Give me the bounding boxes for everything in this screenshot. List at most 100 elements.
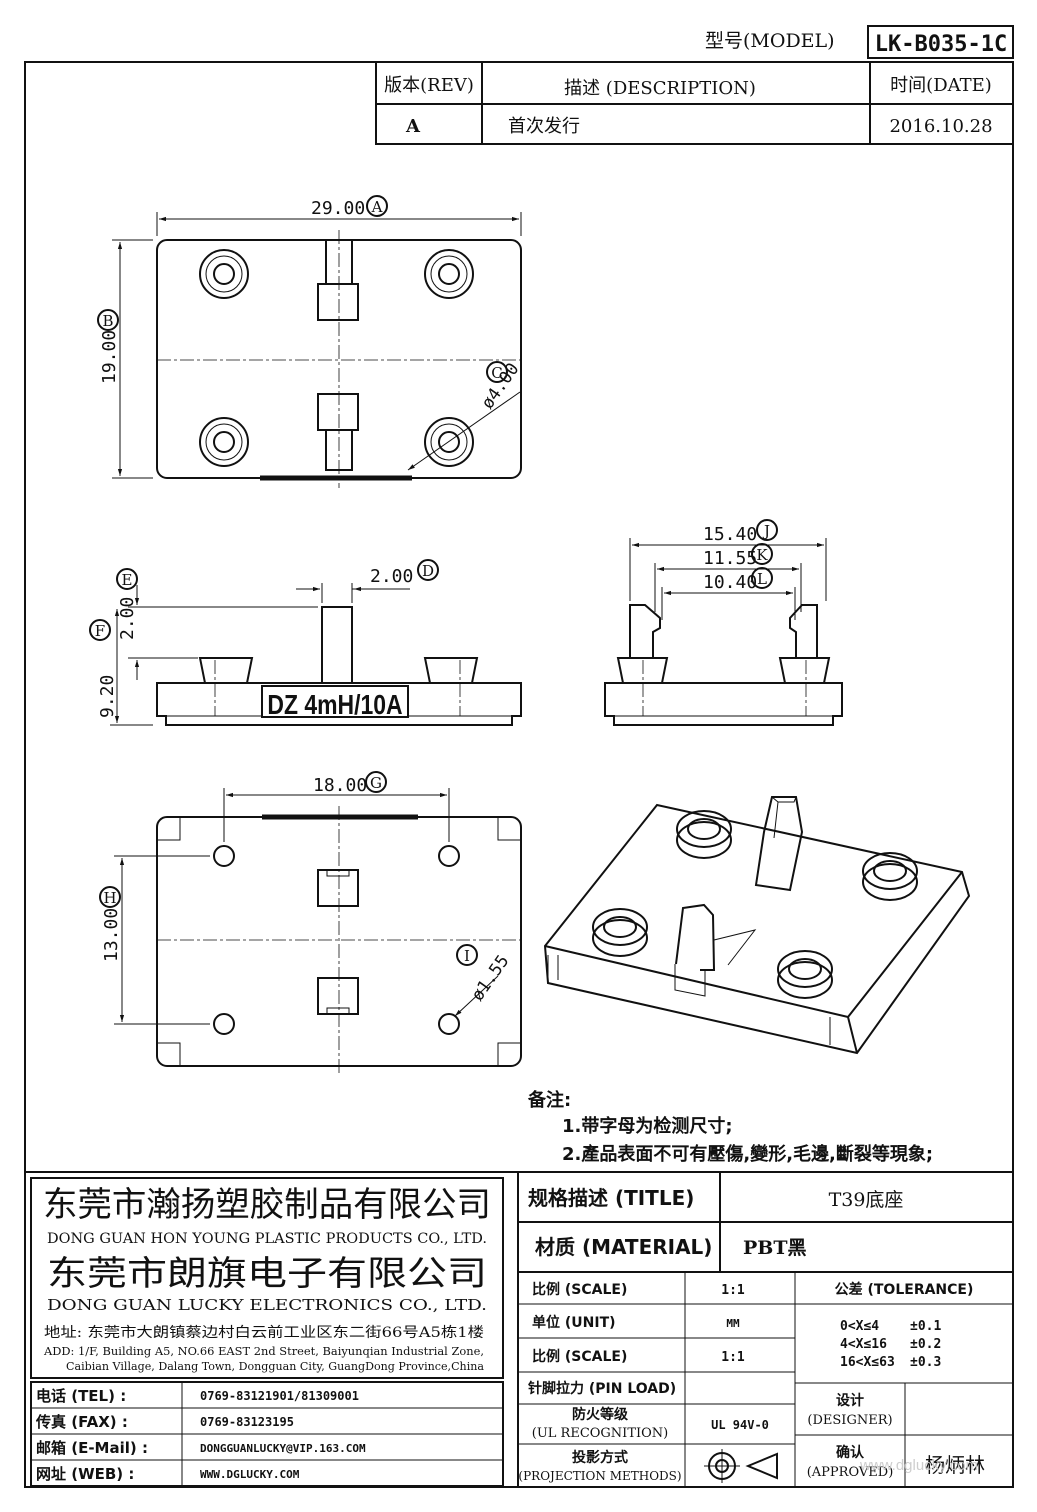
ul-label-1: 防火等级	[572, 1406, 629, 1423]
scale-label: 比例 (SCALE)	[532, 1281, 627, 1298]
title-label: 规格描述 (TITLE)	[528, 1186, 694, 1210]
top-view: 29.00 19.00 ø4.00	[99, 198, 523, 488]
boss-icon	[424, 249, 474, 299]
desc-header: 描述 (DESCRIPTION)	[564, 78, 756, 99]
pin-hole-icon	[438, 845, 460, 867]
svg-text:C: C	[491, 364, 502, 382]
svg-text:D: D	[422, 562, 434, 580]
revision-table: 版本(REV) 描述 (DESCRIPTION) 时间(DATE) A 首次发行…	[375, 61, 1014, 145]
pin-hole-icon	[438, 1013, 460, 1035]
notes: 备注: 1.带字母为检测尺寸; 2.產品表面不可有壓傷,變形,毛邊,斷裂等現象;	[527, 1089, 933, 1165]
side-view: 15.40 11.55 10.40	[604, 524, 843, 726]
tol-value: ±0.3	[910, 1355, 941, 1370]
note-item: 1.带字母为检测尺寸;	[562, 1115, 733, 1137]
rev-header: 版本(REV)	[384, 75, 474, 96]
marker-c: C	[486, 361, 508, 383]
proj-label-2: (PROJECTION METHODS)	[518, 1469, 681, 1483]
notes-title: 备注:	[527, 1089, 571, 1111]
dim-h-value: 13.00	[101, 908, 122, 962]
dim-l-value: 10.40	[703, 572, 757, 593]
designer-label-1: 设计	[836, 1392, 864, 1409]
unit-label: 单位 (UNIT)	[532, 1314, 616, 1331]
ul-label-2: (UL RECOGNITION)	[532, 1426, 668, 1441]
svg-text:H: H	[103, 889, 116, 907]
isometric-view	[543, 796, 971, 1055]
front-view: DZ 4mH/10A 2.00 2.00 9.20	[97, 566, 522, 726]
boss-icon	[199, 249, 249, 299]
dim-i-value: ø1.55	[468, 951, 514, 1004]
address-cn: 地址: 东莞市大朗镇蔡边村白云前工业区东二街66号A5栋1楼	[44, 1324, 484, 1341]
date-header: 时间(DATE)	[890, 75, 992, 96]
svg-text:I: I	[464, 947, 470, 965]
company-name-cn-2: 东莞市朗旗电子有限公司	[47, 1254, 487, 1294]
iso-boss-icon	[862, 852, 918, 901]
marker-i: I	[456, 944, 478, 966]
dim-e-value: 2.00	[117, 597, 138, 640]
tol-value: ±0.1	[910, 1319, 941, 1334]
svg-text:F: F	[95, 622, 105, 640]
model-box	[867, 25, 1014, 59]
svg-text:G: G	[370, 774, 382, 792]
email-value: DONGGUANLUCKY@VIP.163.COM	[200, 1442, 366, 1455]
tol-range: 16<X≤63	[840, 1355, 895, 1370]
note-item: 2.產品表面不可有壓傷,變形,毛邊,斷裂等現象;	[562, 1143, 933, 1165]
iso-boss-icon	[592, 908, 648, 957]
desc-value: 首次发行	[508, 116, 580, 137]
dim-f-value: 9.20	[97, 675, 118, 718]
address-en-2: Caibian Village, Dalang Town, Dongguan C…	[66, 1360, 484, 1373]
marker-l: L	[751, 567, 773, 589]
tol-value: ±0.2	[910, 1337, 941, 1352]
scale-value: 1:1	[721, 1283, 745, 1298]
fax-value: 0769-83123195	[200, 1415, 294, 1429]
marker-e: E	[116, 568, 138, 590]
company-name-en-2: DONG GUAN LUCKY ELECTRONICS CO., LTD.	[47, 1296, 487, 1314]
boss-icon	[424, 417, 474, 467]
title-block: 东莞市瀚扬塑胶制品有限公司 DONG GUAN HON YOUNG PLASTI…	[25, 1171, 1013, 1487]
ul-value: UL 94V-0	[711, 1418, 769, 1432]
tel-value: 0769-83121901/81309001	[200, 1389, 359, 1403]
svg-text:K: K	[756, 546, 768, 564]
scale2-value: 1:1	[721, 1350, 745, 1365]
company-name-cn-1: 东莞市瀚扬塑胶制品有限公司	[43, 1185, 491, 1225]
pin-hole-icon	[213, 1013, 235, 1035]
marker-a: A	[366, 195, 388, 217]
dim-a-value: 29.00	[311, 198, 365, 219]
marker-d: D	[417, 559, 439, 581]
dim-b-value: 19.00	[99, 330, 120, 384]
approved-value: 杨炳林	[925, 1453, 985, 1477]
proj-label-1: 投影方式	[572, 1449, 628, 1466]
company-name-en-1: DONG GUAN HON YOUNG PLASTIC PRODUCTS CO.…	[47, 1231, 487, 1247]
markers: A B C D E F G H I J K L	[89, 195, 778, 966]
designer-label-2: (DESIGNER)	[807, 1413, 892, 1428]
marker-h: H	[99, 886, 121, 908]
approved-label-2: (APPROVED)	[807, 1465, 894, 1480]
watermark: www.dglucky.com	[859, 1457, 978, 1474]
material-label: 材质 (MATERIAL)	[535, 1235, 712, 1259]
approved-label-1: 确认	[836, 1444, 865, 1461]
pin-load-label: 针脚拉力 (PIN LOAD)	[527, 1380, 676, 1397]
svg-text:J: J	[762, 522, 770, 540]
svg-text:L: L	[757, 570, 767, 588]
marker-j: J	[756, 519, 778, 541]
model-label: 型号(MODEL)	[705, 30, 835, 52]
tolerance-label: 公差 (TOLERANCE)	[835, 1281, 974, 1298]
bottom-view: 18.00 13.00 ø1.55	[101, 775, 522, 1076]
email-label: 邮箱 (E-Mail) :	[36, 1439, 148, 1457]
iso-boss-icon	[676, 810, 732, 859]
web-value: WWW.DGLUCKY.COM	[200, 1468, 300, 1481]
scale2-label: 比例 (SCALE)	[532, 1348, 627, 1365]
rev-value: A	[405, 116, 421, 137]
iso-boss-icon	[777, 950, 833, 999]
dim-g-value: 18.00	[313, 775, 367, 796]
web-label: 网址 (WEB) :	[36, 1465, 134, 1483]
header: 型号(MODEL) LK-B035-1C	[705, 25, 1014, 59]
svg-text:E: E	[122, 571, 133, 589]
date-value: 2016.10.28	[889, 116, 992, 137]
title-value: T39底座	[829, 1189, 904, 1211]
tol-range: 0<X≤4	[840, 1319, 879, 1334]
part-marking: DZ 4mH/10A	[267, 690, 402, 721]
tol-range: 4<X≤16	[840, 1337, 887, 1352]
unit-value: MM	[726, 1317, 740, 1330]
fax-label: 传真 (FAX) :	[35, 1413, 128, 1431]
dim-k-value: 11.55	[703, 548, 757, 569]
